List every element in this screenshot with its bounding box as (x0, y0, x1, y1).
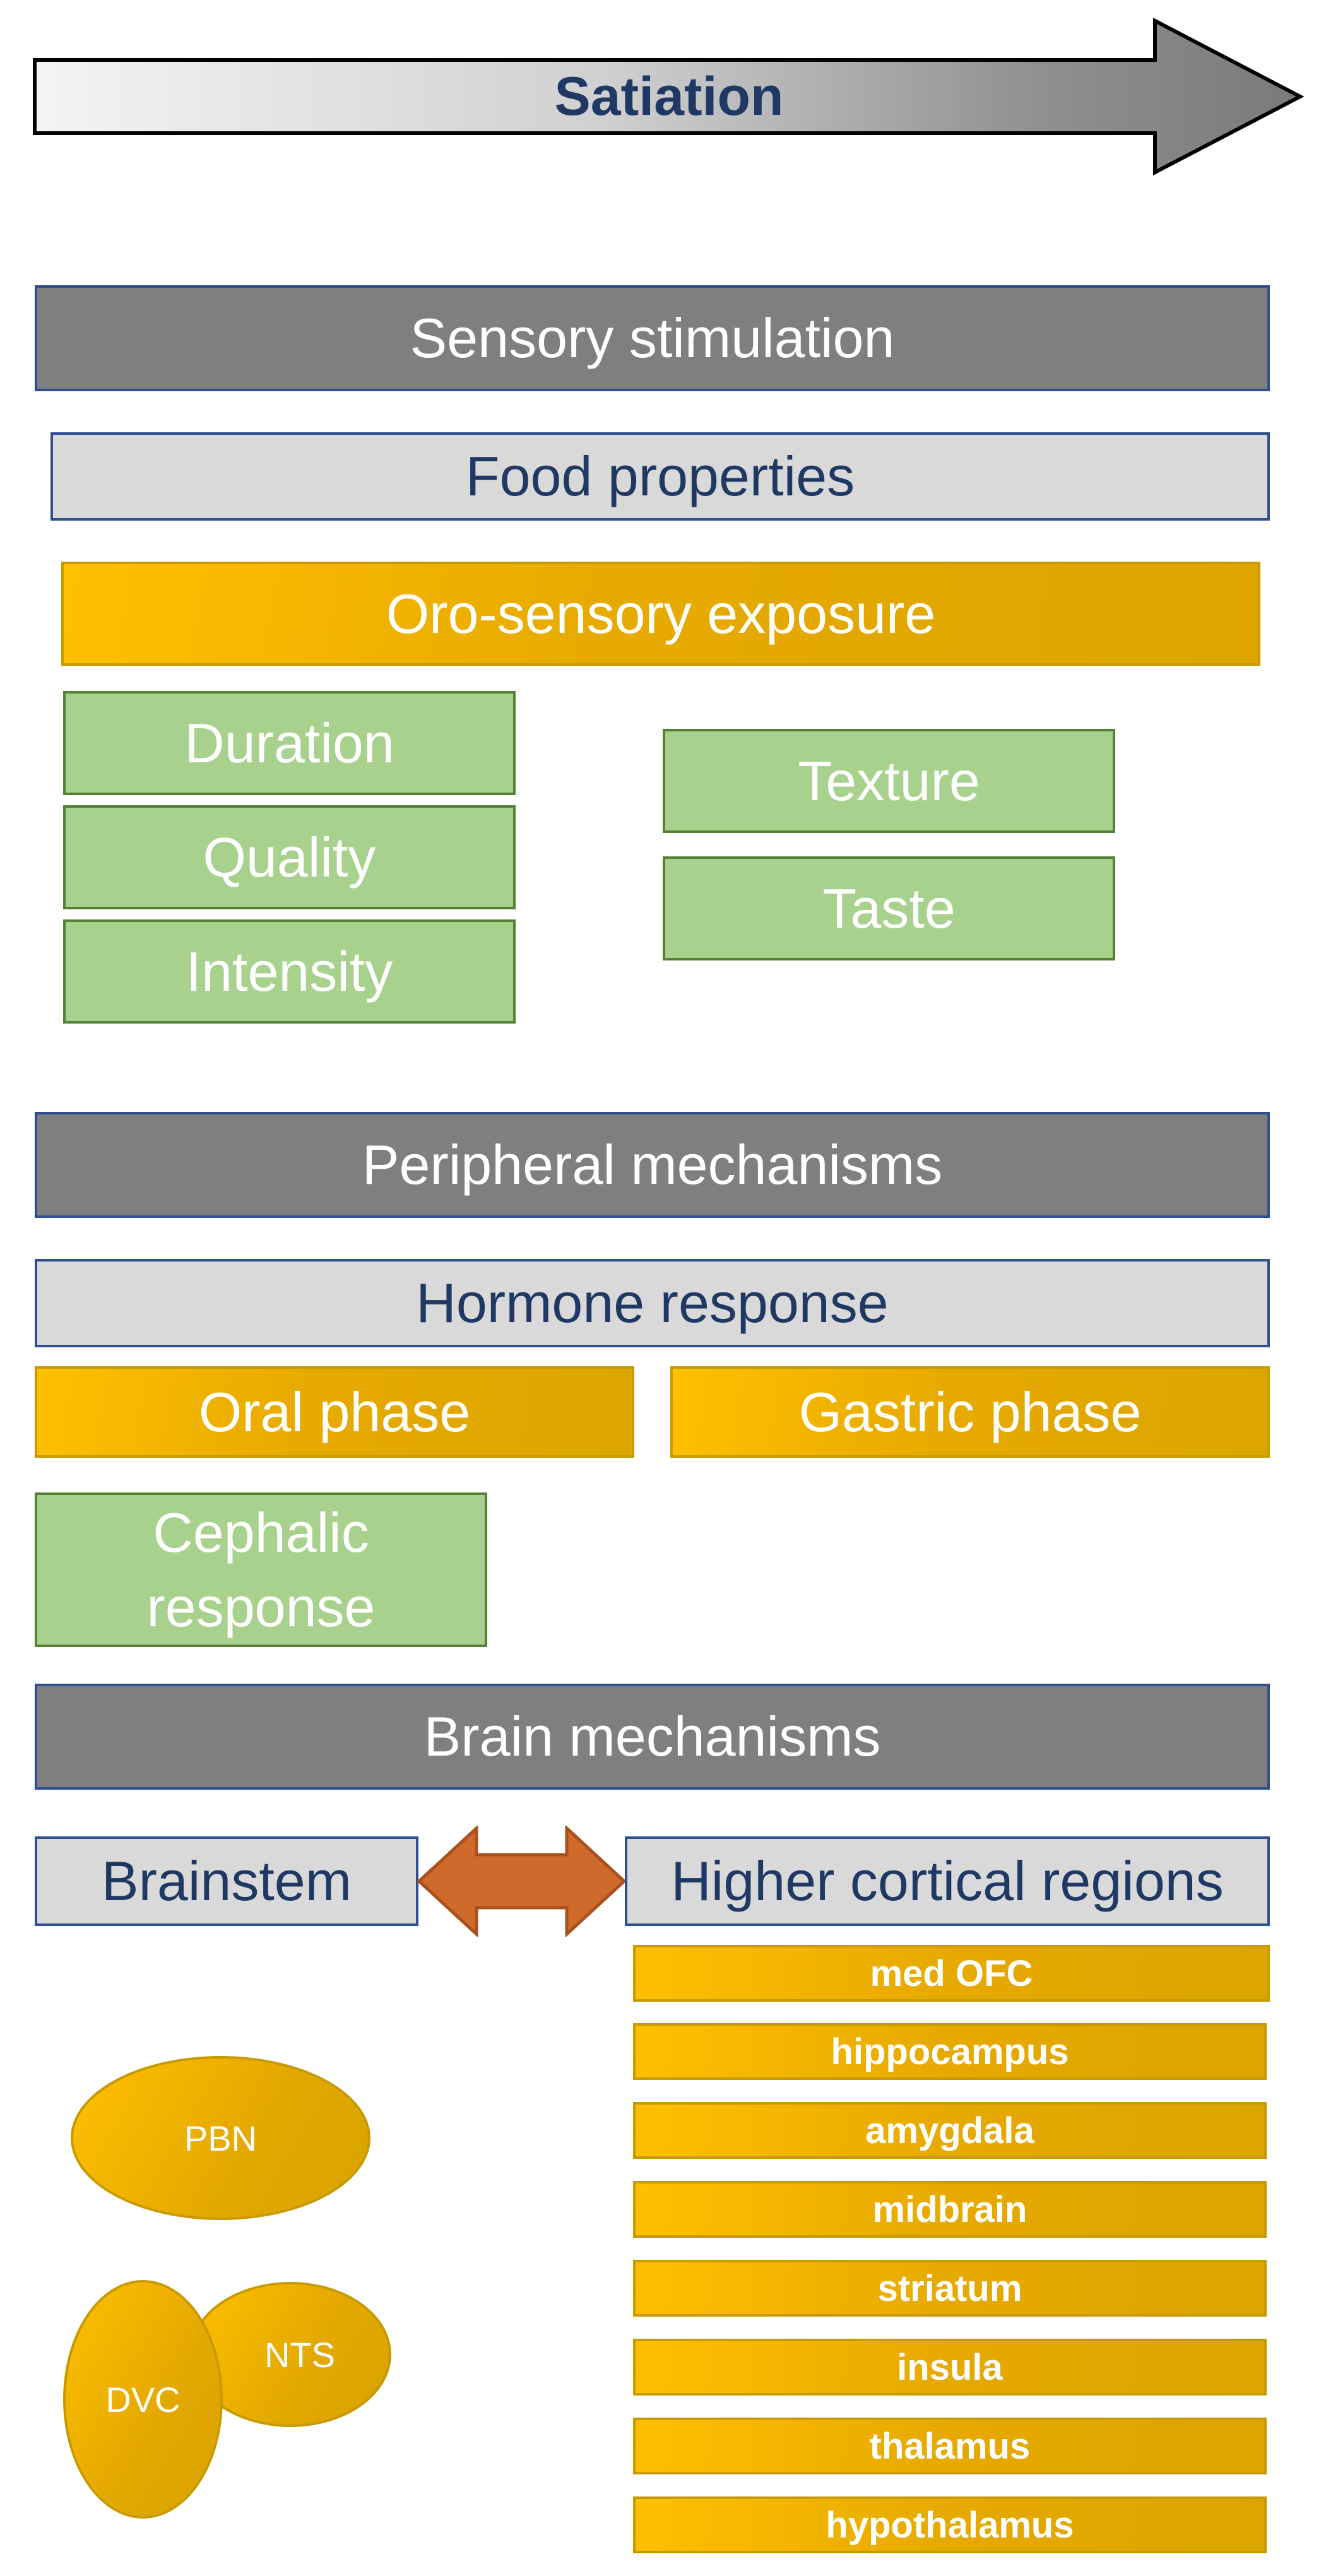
peripheral-mechanisms-header: Peripheral mechanisms (35, 1112, 1270, 1218)
cephalic-response-box: Cephalic response (35, 1492, 487, 1647)
region-amygdala: amygdala (633, 2102, 1267, 2159)
region-hippocampus: hippocampus (633, 2023, 1267, 2080)
region-striatum: striatum (633, 2260, 1267, 2317)
bidirectional-arrow (417, 1824, 627, 1938)
double-arrow-icon (417, 1824, 627, 1938)
satiation-label: Satiation (554, 66, 784, 127)
region-hypothalamus: hypothalamus (633, 2496, 1267, 2553)
region-insula: insula (633, 2339, 1267, 2396)
gastric-phase-box: Gastric phase (670, 1366, 1270, 1458)
higher-cortical-regions-box: Higher cortical regions (625, 1836, 1270, 1926)
factor-quality: Quality (63, 805, 516, 909)
factor-taste: Taste (663, 856, 1115, 960)
region-midbrain: midbrain (633, 2181, 1267, 2238)
factor-intensity: Intensity (63, 919, 516, 1024)
hormone-response-box: Hormone response (35, 1259, 1270, 1347)
satiation-arrow: Satiation (32, 16, 1306, 177)
brain-mechanisms-header: Brain mechanisms (35, 1684, 1270, 1790)
dvc-ellipse: DVC (63, 2280, 223, 2519)
region-thalamus: thalamus (633, 2418, 1267, 2474)
oro-sensory-exposure-box: Oro-sensory exposure (61, 562, 1260, 666)
factor-duration: Duration (63, 691, 516, 795)
factor-texture: Texture (663, 729, 1115, 833)
food-properties-box: Food properties (50, 432, 1270, 521)
region-med-ofc: med OFC (633, 1945, 1270, 2002)
satiation-arrow-shape (33, 18, 1305, 175)
brainstem-box: Brainstem (35, 1836, 418, 1926)
pbn-ellipse: PBN (71, 2056, 370, 2220)
oral-phase-box: Oral phase (35, 1366, 634, 1458)
sensory-stimulation-header: Sensory stimulation (35, 285, 1270, 391)
